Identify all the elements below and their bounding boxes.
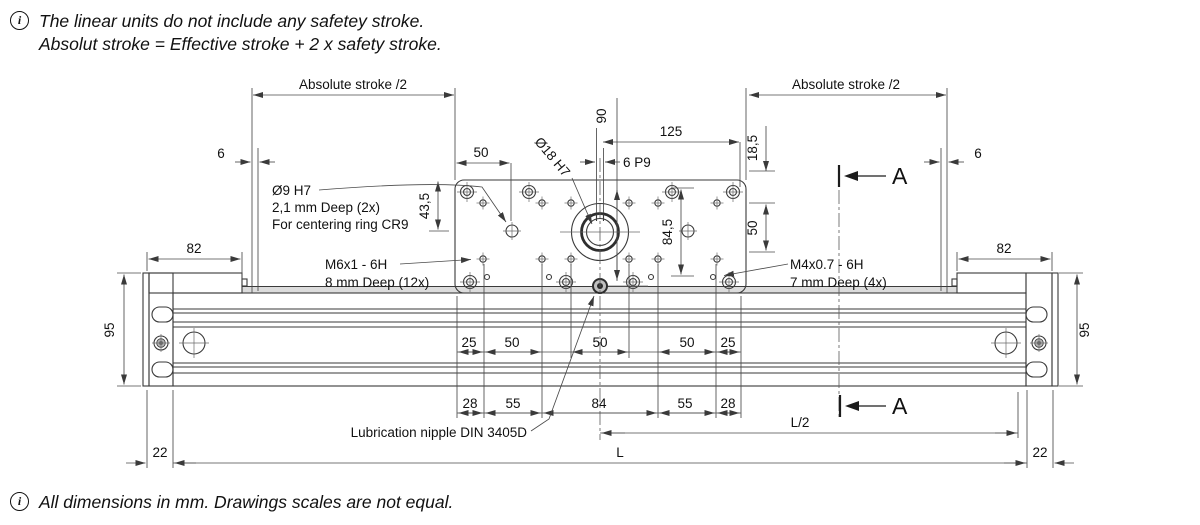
dim-6-right: 6: [974, 146, 982, 161]
bottom-note-text: All dimensions in mm. Drawings scales ar…: [39, 492, 454, 512]
info-icon: i: [10, 11, 29, 30]
top-note: i The linear units do not include any sa…: [10, 10, 442, 56]
callout-phi9-line2: 2,1 mm Deep (2x): [272, 200, 380, 215]
left-end-cap: [142, 272, 174, 387]
dim-row2-28b: 28: [720, 396, 735, 411]
dim-125: 125: [660, 124, 683, 139]
dim-row2-55b: 55: [677, 396, 692, 411]
lubrication-nipple: [592, 278, 648, 294]
dim-18-5: 18,5: [745, 135, 760, 161]
callout-m4-line2: 7 mm Deep (4x): [790, 275, 887, 290]
dim-6-left: 6: [217, 146, 225, 161]
dim-row1-50c: 50: [679, 335, 694, 350]
dim-43-5: 43,5: [417, 193, 432, 219]
callout-m4-line1: M4x0.7 - 6H: [790, 257, 864, 272]
dim-row1-50b: 50: [592, 335, 607, 350]
section-label-top: A: [892, 163, 908, 189]
dim-l-half: L/2: [791, 415, 810, 430]
callout-m6-line2: 8 mm Deep (12x): [325, 275, 429, 290]
label-bore-diameter: Ø18 H7: [532, 134, 573, 179]
end-cap-screw: [151, 333, 171, 353]
centering-hole-right: [678, 221, 698, 241]
dim-84-5: 84,5: [660, 219, 675, 245]
dim-l: L: [616, 445, 624, 460]
info-icon-bottom: i: [10, 492, 29, 511]
dim-95-left: 95: [102, 322, 117, 337]
callout-lubrication: Lubrication nipple DIN 3405D: [351, 425, 528, 440]
centering-hole-left: [502, 221, 522, 241]
callout-m6-line1: M6x1 - 6H: [325, 257, 387, 272]
shaft-hole-left: [178, 327, 210, 359]
dim-row1-50a: 50: [504, 335, 519, 350]
carriage-plate: [454, 179, 747, 294]
dim-row2-55a: 55: [505, 396, 520, 411]
dim-82-left: 82: [186, 241, 201, 256]
shaft-hole-right: [990, 327, 1022, 359]
section-label-bottom: A: [892, 393, 908, 419]
dim-6p9: 6 P9: [623, 155, 651, 170]
top-note-line1: The linear units do not include any safe…: [39, 11, 425, 31]
dim-row1-25a: 25: [461, 335, 476, 350]
dim-90: 90: [594, 108, 609, 123]
dimension-lines: Absolute stroke /2 Absolute stroke /2 6 …: [102, 77, 1092, 468]
dim-row1-25b: 25: [720, 335, 735, 350]
dim-95-right: 95: [1077, 322, 1092, 337]
dim-22-right: 22: [1032, 445, 1047, 460]
dim-50-right: 50: [745, 220, 760, 235]
dim-abs-stroke-right: Absolute stroke /2: [792, 77, 900, 92]
callout-phi9-line3: For centering ring CR9: [272, 217, 409, 232]
dim-row2-84: 84: [591, 396, 607, 411]
section-arrow-bottom: A: [838, 393, 908, 419]
end-cap-screw: [1029, 333, 1049, 353]
dim-22-left: 22: [152, 445, 167, 460]
top-note-line2: Absolut stroke = Effective stroke + 2 x …: [39, 34, 442, 55]
bottom-note: i All dimensions in mm. Drawings scales …: [10, 491, 453, 514]
dim-abs-stroke-left: Absolute stroke /2: [299, 77, 407, 92]
dim-50-top: 50: [473, 145, 488, 160]
right-end-cap: [1025, 272, 1059, 387]
callout-phi9-line1: Ø9 H7: [272, 183, 311, 198]
dim-row2-28a: 28: [462, 396, 477, 411]
section-arrow-top: A: [837, 163, 908, 189]
dim-82-right: 82: [996, 241, 1011, 256]
top-note-text: The linear units do not include any safe…: [39, 10, 442, 56]
